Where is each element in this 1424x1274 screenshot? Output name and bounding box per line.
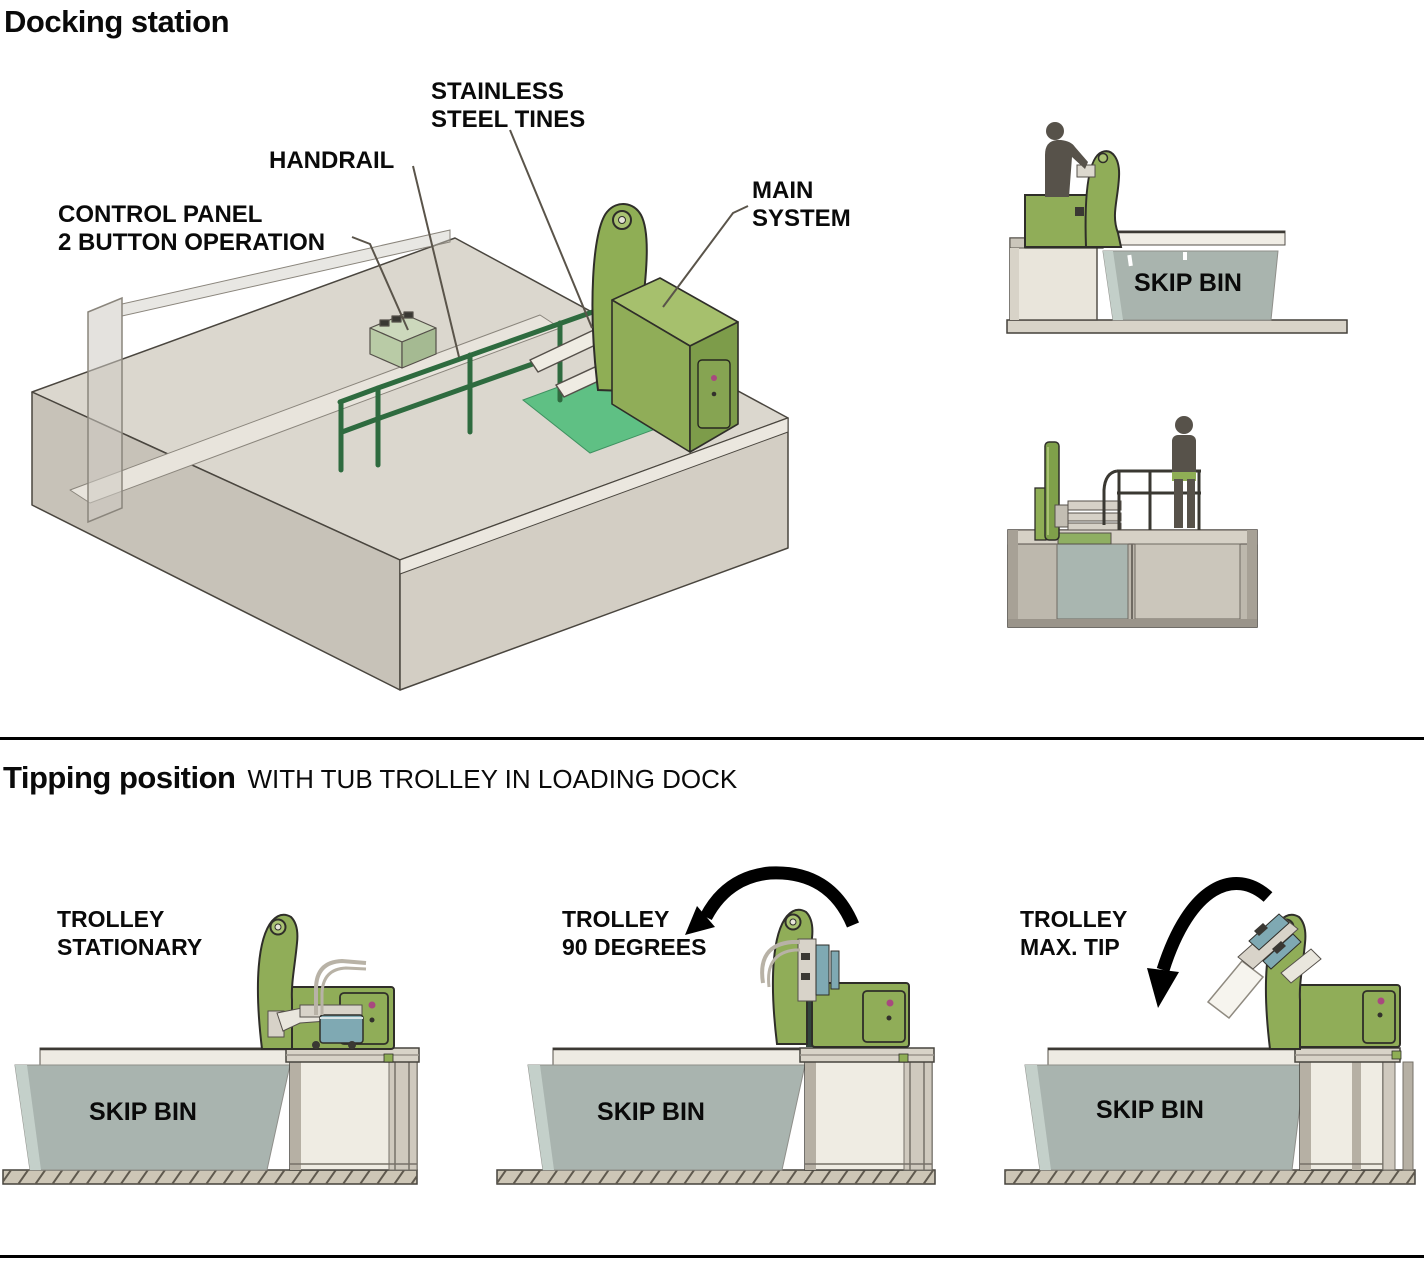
skip-bin [527,1064,806,1171]
tipping-machine [1024,150,1123,249]
standing-figure [1172,416,1196,528]
dock-structure [285,1047,420,1171]
tub-trolley-raised [760,938,840,1002]
callout-leader-lines [351,129,749,358]
skip-bin [1102,250,1279,321]
side-view-operator-diagram: SKIP BIN [1006,122,1348,334]
pedestal [1009,237,1098,321]
skip-bin-label: SKIP BIN [1096,1096,1204,1124]
rotation-arrow [1147,877,1273,1008]
dock-structure [799,1047,935,1171]
rotation-arrow [685,866,859,935]
tub-trolley [267,958,367,1049]
dock-beam [39,1047,296,1066]
trolley-handle [314,958,367,1015]
main-system-box [611,277,739,453]
section-divider-top [0,737,1424,740]
glass-wall [87,229,451,524]
dock-beam [552,1047,809,1066]
ground [1004,1169,1416,1185]
machinery [1054,500,1122,531]
control-panel [369,311,437,369]
ground [496,1169,936,1185]
callout-stainless-steel-tines: STAINLESS STEEL TINES [431,78,586,133]
machine [771,908,910,1048]
tipping-section-header: Tipping position WITH TUB TROLLEY IN LOAD… [3,760,737,796]
dock-structure [1294,1047,1414,1171]
tipping-subtitle: WITH TUB TROLLEY IN LOADING DOCK [247,764,738,794]
operator-figure [1045,122,1088,197]
panel2-trolley-90-degrees-diagram: SKIP BIN [496,866,936,1185]
panel1-label: TROLLEY STATIONARY [57,906,203,960]
skip-bin-label: SKIP BIN [1134,269,1242,297]
ground [2,1169,418,1185]
panel3-label: TROLLEY MAX. TIP [1020,906,1128,960]
tipping-title: Tipping position [3,760,236,795]
skip-bin [14,1064,291,1171]
callout-control-panel: CONTROL PANEL 2 BUTTON OPERATION [58,201,326,256]
section-divider-bottom [0,1255,1424,1258]
trolley-handle [760,940,800,988]
skip-bin-label: SKIP BIN [89,1098,197,1126]
panel2-label: TROLLEY 90 DEGREES [562,906,707,960]
dock-beam [1047,1047,1304,1066]
dock-body [1007,529,1258,628]
callout-main-system: MAIN SYSTEM [752,177,851,232]
isometric-docking-station-diagram [31,129,789,691]
skip-bin [1024,1064,1306,1171]
page-title: Docking station [4,4,230,39]
panel1-trolley-stationary-diagram: SKIP BIN [2,913,420,1185]
callout-handrail: HANDRAIL [269,147,395,174]
tub-trolley-tipped [1206,913,1322,1020]
skip-bin-label: SKIP BIN [597,1098,705,1126]
platform-base [1006,319,1348,334]
front-elevation-diagram [1007,416,1258,628]
panel3-trolley-max-tip-diagram: SKIP BIN [1004,877,1416,1185]
